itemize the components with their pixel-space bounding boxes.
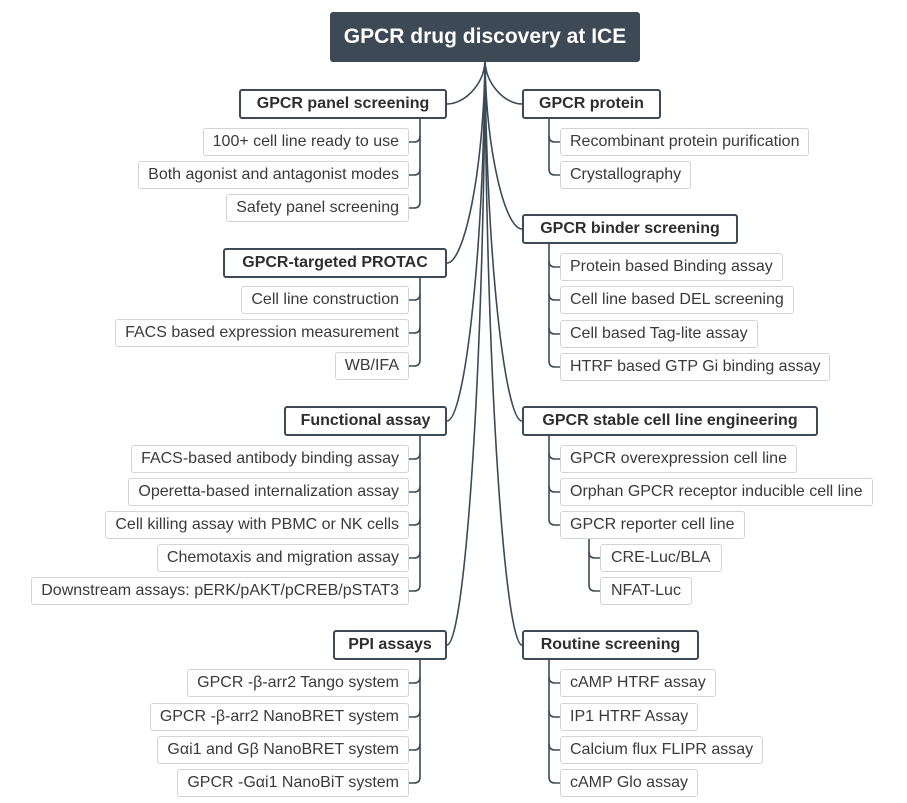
- branch-connector-ppi: [446, 61, 486, 646]
- leaf-protein-1: Crystallography: [560, 161, 692, 189]
- leaf-panel-1: Both agonist and antagonist modes: [138, 161, 409, 189]
- leaf-stable-1: Orphan GPCR receptor inducible cell line: [560, 478, 873, 506]
- leaf-connector-functional-4: [409, 584, 421, 592]
- leaf-routine-1: IP1 HTRF Assay: [560, 703, 699, 731]
- branch-protein: GPCR protein: [522, 89, 661, 119]
- branch-connector-stable: [484, 61, 523, 422]
- leaf-connector-ppi-3: [409, 776, 421, 784]
- leaf-connector-functional-1: [409, 485, 421, 493]
- leaf-connector-binder-1: [548, 293, 560, 301]
- subleaf-connector-stable-0: [588, 551, 600, 559]
- leaf-stable-0: GPCR overexpression cell line: [560, 445, 797, 473]
- branch-ppi: PPI assays: [333, 630, 447, 660]
- subleaf-stable-1: NFAT-Luc: [600, 577, 692, 605]
- leaf-connector-routine-2: [548, 743, 560, 751]
- leaf-binder-3: HTRF based GTP Gi binding assay: [560, 353, 831, 381]
- root-topic: GPCR drug discovery at ICE: [330, 12, 640, 62]
- leaf-ppi-2: Gαi1 and Gβ NanoBRET system: [157, 736, 409, 764]
- leaf-connector-functional-0: [409, 452, 421, 460]
- leaf-connector-protein-0: [548, 135, 560, 143]
- leaf-functional-3: Chemotaxis and migration assay: [156, 544, 409, 572]
- branch-protac: GPCR-targeted PROTAC: [223, 248, 447, 278]
- branch-connector-functional: [446, 61, 486, 422]
- leaf-binder-0: Protein based Binding assay: [560, 253, 783, 281]
- leaf-routine-0: cAMP HTRF assay: [560, 669, 716, 697]
- branch-binder: GPCR binder screening: [522, 214, 738, 244]
- leaf-connector-routine-0: [548, 676, 560, 684]
- leaf-binder-2: Cell based Tag-lite assay: [560, 320, 758, 348]
- leaf-routine-3: cAMP Glo assay: [560, 769, 698, 797]
- leaf-ppi-3: GPCR -Gαi1 NanoBiT system: [177, 769, 409, 797]
- leaf-protac-1: FACS based expression measurement: [115, 319, 409, 347]
- branch-connector-binder: [484, 61, 523, 230]
- leaf-panel-0: 100+ cell line ready to use: [202, 128, 409, 156]
- leaf-connector-protac-2: [409, 359, 421, 367]
- leaf-functional-4: Downstream assays: pERK/pAKT/pCREB/pSTAT…: [31, 577, 409, 605]
- leaf-connector-stable-2: [548, 518, 560, 526]
- leaf-functional-2: Cell killing assay with PBMC or NK cells: [105, 511, 409, 539]
- leaf-connector-ppi-2: [409, 743, 421, 751]
- branch-connector-panel: [446, 61, 486, 105]
- leaf-routine-2: Calcium flux FLIPR assay: [560, 736, 764, 764]
- leaf-connector-protac-0: [409, 293, 421, 301]
- leaf-stable-2: GPCR reporter cell line: [560, 511, 745, 539]
- leaf-connector-binder-2: [548, 327, 560, 335]
- leaf-connector-protac-1: [409, 326, 421, 334]
- branch-stable: GPCR stable cell line engineering: [522, 406, 818, 436]
- leaf-connector-functional-2: [409, 518, 421, 526]
- leaf-connector-routine-1: [548, 710, 560, 718]
- leaf-connector-stable-1: [548, 485, 560, 493]
- leaf-connector-binder-3: [548, 360, 560, 368]
- leaf-connector-binder-0: [548, 260, 560, 268]
- branch-connector-routine: [484, 61, 523, 646]
- leaf-binder-1: Cell line based DEL screening: [560, 286, 794, 314]
- leaf-connector-routine-3: [548, 776, 560, 784]
- leaf-protac-2: WB/IFA: [334, 352, 409, 380]
- leaf-connector-stable-0: [548, 452, 560, 460]
- subleaf-connector-stable-1: [588, 584, 600, 592]
- branch-routine: Routine screening: [522, 630, 699, 660]
- leaf-functional-0: FACS-based antibody binding assay: [131, 445, 409, 473]
- branch-functional: Functional assay: [284, 406, 447, 436]
- leaf-connector-ppi-0: [409, 676, 421, 684]
- leaf-connector-panel-2: [409, 201, 421, 209]
- leaf-protac-0: Cell line construction: [241, 286, 409, 314]
- leaf-ppi-0: GPCR -β-arr2 Tango system: [187, 669, 409, 697]
- subleaf-stable-0: CRE-Luc/BLA: [600, 544, 722, 572]
- leaf-connector-ppi-1: [409, 710, 421, 718]
- leaf-connector-protein-1: [548, 168, 560, 176]
- leaf-connector-panel-1: [409, 168, 421, 176]
- leaf-functional-1: Operetta-based internalization assay: [128, 478, 409, 506]
- leaf-panel-2: Safety panel screening: [226, 194, 409, 222]
- branch-panel: GPCR panel screening: [239, 89, 447, 119]
- branch-connector-protein: [484, 61, 523, 105]
- branch-connector-protac: [446, 61, 486, 264]
- leaf-protein-0: Recombinant protein purification: [560, 128, 810, 156]
- leaf-connector-functional-3: [409, 551, 421, 559]
- leaf-connector-panel-0: [409, 135, 421, 143]
- leaf-ppi-1: GPCR -β-arr2 NanoBRET system: [149, 703, 409, 731]
